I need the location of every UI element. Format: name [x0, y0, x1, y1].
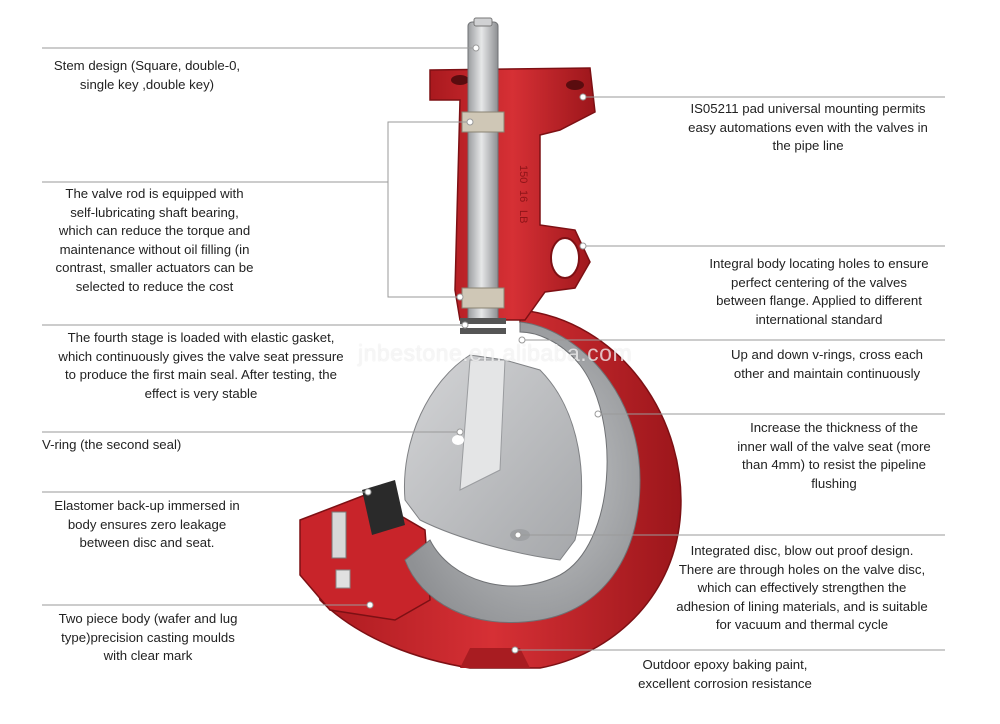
- valve-seat: [404, 321, 641, 624]
- callout-stem-design: Stem design (Square, double-0, single ke…: [53, 58, 241, 92]
- valve-neck: 150 16 LB: [429, 67, 596, 321]
- callout-v-ring: V-ring (the second seal): [42, 437, 182, 452]
- callout-epoxy-paint: Outdoor epoxy baking paint, excellent co…: [638, 657, 812, 691]
- callout-up-down-v-rings: Up and down v-rings, cross each other an…: [730, 347, 924, 381]
- svg-text:150: 150: [517, 165, 529, 183]
- watermark: jnbestone.en.alibaba.com: [358, 340, 633, 366]
- callout-locating-holes: Integral body locating holes to ensure p…: [709, 256, 929, 327]
- leader-dots: [364, 44, 602, 654]
- callout-fourth-stage: The fourth stage is loaded with elastic …: [58, 330, 344, 401]
- callout-iso5211-pad: IS05211 pad universal mounting permits e…: [688, 101, 928, 153]
- valve-stem: [460, 17, 506, 334]
- callout-valve-rod: The valve rod is equipped with self-lubr…: [55, 186, 254, 294]
- svg-text:LB: LB: [517, 210, 529, 223]
- callout-two-piece-body: Two piece body (wafer and lug type)preci…: [58, 611, 238, 663]
- svg-text:16: 16: [517, 190, 529, 202]
- leader-lines: [42, 47, 945, 651]
- callout-seat-thickness: Increase the thickness of the inner wall…: [737, 420, 931, 491]
- valve-disc: [362, 354, 583, 561]
- callout-integrated-disc: Integrated disc, blow out proof design. …: [676, 543, 928, 632]
- callout-elastomer: Elastomer back-up immersed in body ensur…: [54, 498, 240, 550]
